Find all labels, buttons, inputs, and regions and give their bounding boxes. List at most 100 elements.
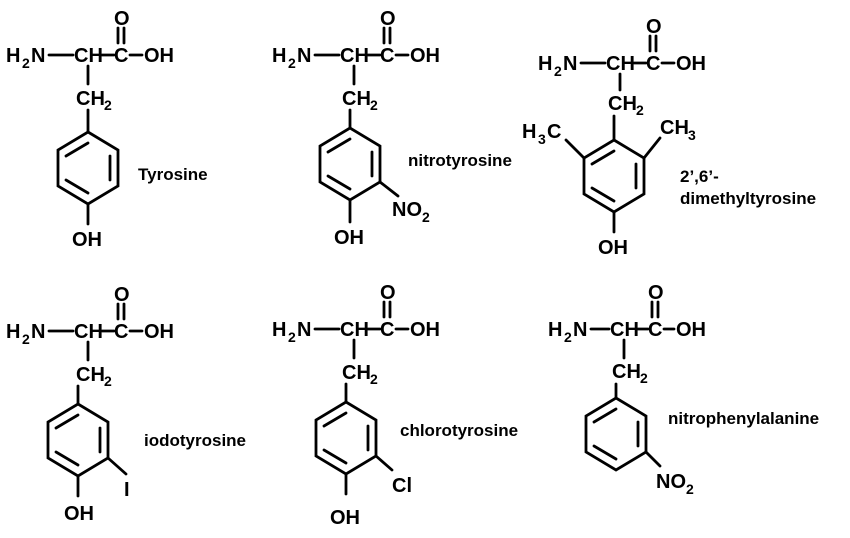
methylene-subscript: 2 — [370, 97, 378, 113]
molecule-name-line-1: 2’,6’- — [680, 167, 719, 186]
nitro-subscript: 2 — [422, 209, 430, 225]
carboxyl-hydroxyl: OH — [676, 319, 706, 341]
carboxyl-hydroxyl: OH — [144, 45, 174, 67]
carbonyl-oxygen: O — [646, 16, 662, 38]
carboxyl-carbon: C — [114, 321, 128, 343]
molecule-chlorotyrosine: H 2 N CH C O OH CH 2 Cl OH chlorotyrosin… — [272, 282, 518, 529]
bond-ring-methyl-left — [564, 138, 586, 160]
ring-double-bond — [592, 444, 618, 461]
methylene: CH — [76, 88, 105, 110]
carbonyl-oxygen: O — [114, 8, 130, 30]
ring-double-bond — [322, 448, 348, 465]
amine-n: N — [297, 319, 311, 341]
phenol-hydroxyl: OH — [598, 237, 628, 259]
molecule-name-line-2: dimethyltyrosine — [680, 189, 816, 208]
carboxyl-hydroxyl: OH — [410, 45, 440, 67]
bond-ring-iodine — [106, 456, 128, 476]
ring-double-bond — [64, 178, 90, 195]
methyl-right: CH — [660, 117, 689, 139]
phenol-hydroxyl: OH — [64, 503, 94, 525]
amine-h: H — [6, 321, 20, 343]
ring-double-bond — [592, 407, 618, 424]
iodine: I — [124, 479, 130, 501]
ring-double-bond — [590, 149, 616, 166]
alpha-carbon: CH — [606, 53, 635, 75]
amine-n: N — [563, 53, 577, 75]
carboxyl-carbon: C — [646, 53, 660, 75]
phenol-hydroxyl: OH — [72, 229, 102, 251]
methylene-subscript: 2 — [370, 371, 378, 387]
molecule-tyrosine: H 2 N CH C O OH CH 2 OH Tyrosine — [6, 8, 208, 251]
amine-h: H — [538, 53, 552, 75]
ring-double-bond — [326, 174, 352, 191]
molecule-nitrophenylalanine: H 2 N CH C O OH CH 2 NO 2 nitrophenylala… — [548, 282, 819, 497]
carboxyl-carbon: C — [380, 45, 394, 67]
amine-subscript: 2 — [22, 331, 30, 347]
ring-double-bond — [64, 141, 90, 158]
amine-h: H — [272, 45, 286, 67]
ring-double-bond — [54, 413, 80, 430]
amine-subscript: 2 — [288, 55, 296, 71]
amine-subscript: 2 — [22, 55, 30, 71]
alpha-carbon: CH — [340, 319, 369, 341]
amine-subscript: 2 — [288, 329, 296, 345]
amine-subscript: 2 — [554, 63, 562, 79]
amine-h: H — [272, 319, 286, 341]
molecule-iodotyrosine: H 2 N CH C O OH CH 2 I OH iodotyrosine — [6, 284, 246, 525]
alpha-carbon: CH — [340, 45, 369, 67]
amine-n: N — [31, 45, 45, 67]
carbonyl-oxygen: O — [648, 282, 664, 304]
amine-n: N — [31, 321, 45, 343]
ring-double-bond — [590, 186, 616, 203]
amine-h: H — [548, 319, 562, 341]
methylene-subscript: 2 — [640, 370, 648, 386]
methylene: CH — [612, 361, 641, 383]
molecule-name: nitrophenylalanine — [668, 409, 819, 428]
methylene: CH — [608, 93, 637, 115]
phenol-hydroxyl: OH — [334, 227, 364, 249]
amine-n: N — [297, 45, 311, 67]
ring-double-bond — [322, 411, 348, 428]
nitro-group: NO — [656, 471, 686, 493]
molecule-nitrotyrosine: H 2 N CH C O OH CH 2 NO 2 OH nitrotyrosi… — [272, 8, 512, 249]
amine-h: H — [6, 45, 20, 67]
carboxyl-hydroxyl: OH — [144, 321, 174, 343]
bond-ring-chlorine — [374, 454, 394, 472]
molecule-name: iodotyrosine — [144, 431, 246, 450]
carboxyl-carbon: C — [380, 319, 394, 341]
phenol-hydroxyl: OH — [330, 507, 360, 529]
carbonyl-oxygen: O — [114, 284, 130, 306]
nitro-group: NO — [392, 199, 422, 221]
chlorine: Cl — [392, 475, 412, 497]
bond-ring-no2 — [378, 180, 400, 198]
alpha-carbon: CH — [74, 45, 103, 67]
methylene-subscript: 2 — [104, 373, 112, 389]
carbonyl-oxygen: O — [380, 282, 396, 304]
methyl-right-subscript: 3 — [688, 127, 696, 143]
molecule-name: Tyrosine — [138, 165, 208, 184]
alpha-carbon: CH — [610, 319, 639, 341]
carboxyl-carbon: C — [114, 45, 128, 67]
nitro-subscript: 2 — [686, 481, 694, 497]
carboxyl-carbon: C — [648, 319, 662, 341]
methylene-subscript: 2 — [636, 102, 644, 118]
methyl-left-subscript: 3 — [538, 131, 546, 147]
molecule-name: nitrotyrosine — [408, 151, 512, 170]
carboxyl-hydroxyl: OH — [410, 319, 440, 341]
methylene: CH — [76, 364, 105, 386]
amine-subscript: 2 — [564, 329, 572, 345]
methylene: CH — [342, 88, 371, 110]
methylene-subscript: 2 — [104, 97, 112, 113]
molecule-name: chlorotyrosine — [400, 421, 518, 440]
alpha-carbon: CH — [74, 321, 103, 343]
carboxyl-hydroxyl: OH — [676, 53, 706, 75]
carbonyl-oxygen: O — [380, 8, 396, 30]
benzene-ring — [584, 396, 648, 472]
ring-double-bond — [54, 450, 80, 467]
amine-n: N — [573, 319, 587, 341]
methyl-left-h: H — [522, 121, 536, 143]
molecule-dimethyltyrosine: H 2 N CH C O OH CH 2 H 3 C CH 3 OH 2’,6’… — [522, 16, 816, 259]
methyl-left-c: C — [547, 121, 561, 143]
bond-ring-methyl-right — [642, 136, 662, 160]
